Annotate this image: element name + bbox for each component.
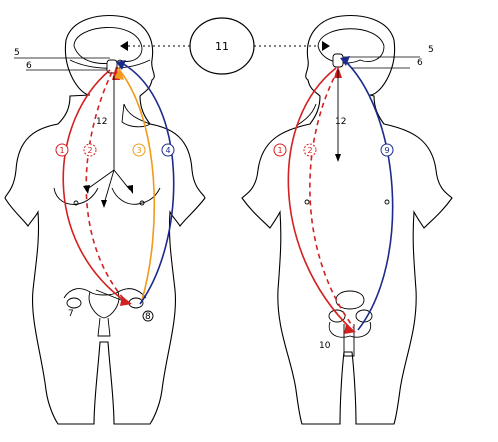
male-descending-arrow-icon: [335, 154, 341, 162]
female-branch-lines: [85, 169, 131, 205]
female-reproductive-link: [95, 289, 127, 303]
female-nipple-left: [73, 200, 79, 206]
male-blue-path: [341, 57, 394, 331]
svg-text:2: 2: [87, 146, 92, 155]
female-blue-up-arrow-icon: [116, 60, 126, 70]
label-12-male: 12: [335, 117, 346, 127]
male-body-outline: [241, 15, 453, 425]
female-breast-right: [111, 187, 161, 205]
female-reproductive-organs: [63, 288, 154, 337]
male-target-arrow-icon: [344, 324, 356, 334]
uterus-marker-ring: [142, 310, 154, 322]
svg-text:1: 1: [277, 146, 282, 155]
male-marker-9: 9: [380, 143, 394, 157]
female-collar: [121, 103, 151, 128]
scrotum-outline: [328, 321, 372, 338]
female-target-arrow-icon: [120, 296, 132, 306]
male-figure: [241, 15, 453, 425]
label-7-ovary: 7: [68, 309, 74, 319]
female-brain-outline: [73, 27, 143, 64]
svg-text:9: 9: [384, 146, 389, 155]
label-5-right: 5: [428, 45, 434, 55]
bladder-outline: [335, 290, 365, 310]
female-marker-3: 3: [132, 143, 146, 157]
female-hypothalamus-arrow-icon: [120, 41, 128, 51]
male-pituitary: [332, 53, 344, 68]
male-marker-2: 2: [303, 143, 317, 157]
male-pathways: [287, 57, 394, 331]
female-orange-up-arrow-icon: [114, 68, 124, 80]
label-12-female: 12: [96, 117, 107, 127]
female-branch-arrow-right-icon: [127, 185, 133, 194]
male-nipple-left: [304, 199, 310, 205]
female-marker-2: 2: [83, 143, 97, 157]
label-5-left: 5: [14, 48, 20, 58]
svg-text:4: 4: [165, 146, 170, 155]
label-6-left: 6: [26, 61, 32, 71]
male-red-solid-path: [287, 67, 353, 331]
female-red-solid-path: [62, 69, 127, 303]
male-nipple-right: [384, 199, 390, 205]
cervix-vagina: [97, 317, 111, 337]
female-body-outline: [4, 15, 206, 425]
female-blue-path: [119, 61, 175, 305]
fallopian-tube-left: [63, 288, 91, 299]
female-nipple-right: [139, 200, 145, 206]
label-11-brain: 11: [215, 40, 229, 53]
svg-text:3: 3: [136, 146, 141, 155]
ovary-left: [66, 297, 82, 309]
label-10-testis: 10: [319, 341, 331, 351]
svg-text:1: 1: [59, 146, 64, 155]
svg-text:2: 2: [307, 146, 312, 155]
male-hypothalamus-arrow-icon: [322, 41, 330, 51]
female-branch-arrow-left-icon: [83, 185, 90, 194]
label-8-uterus: 8: [145, 312, 151, 322]
label-6-right: 6: [417, 58, 423, 68]
male-marker-1: 1: [273, 143, 287, 157]
female-orange-path: [117, 67, 156, 301]
female-branch-arrow-mid-icon: [101, 200, 107, 208]
uterus-outline: [88, 291, 120, 319]
penis-outline: [343, 324, 355, 357]
female-marker-1: 1: [55, 143, 69, 157]
male-red-dashed-path: [309, 69, 355, 329]
male-blue-up-arrow-icon: [340, 56, 350, 66]
female-marker-4: 4: [161, 143, 175, 157]
female-figure: [4, 15, 206, 425]
